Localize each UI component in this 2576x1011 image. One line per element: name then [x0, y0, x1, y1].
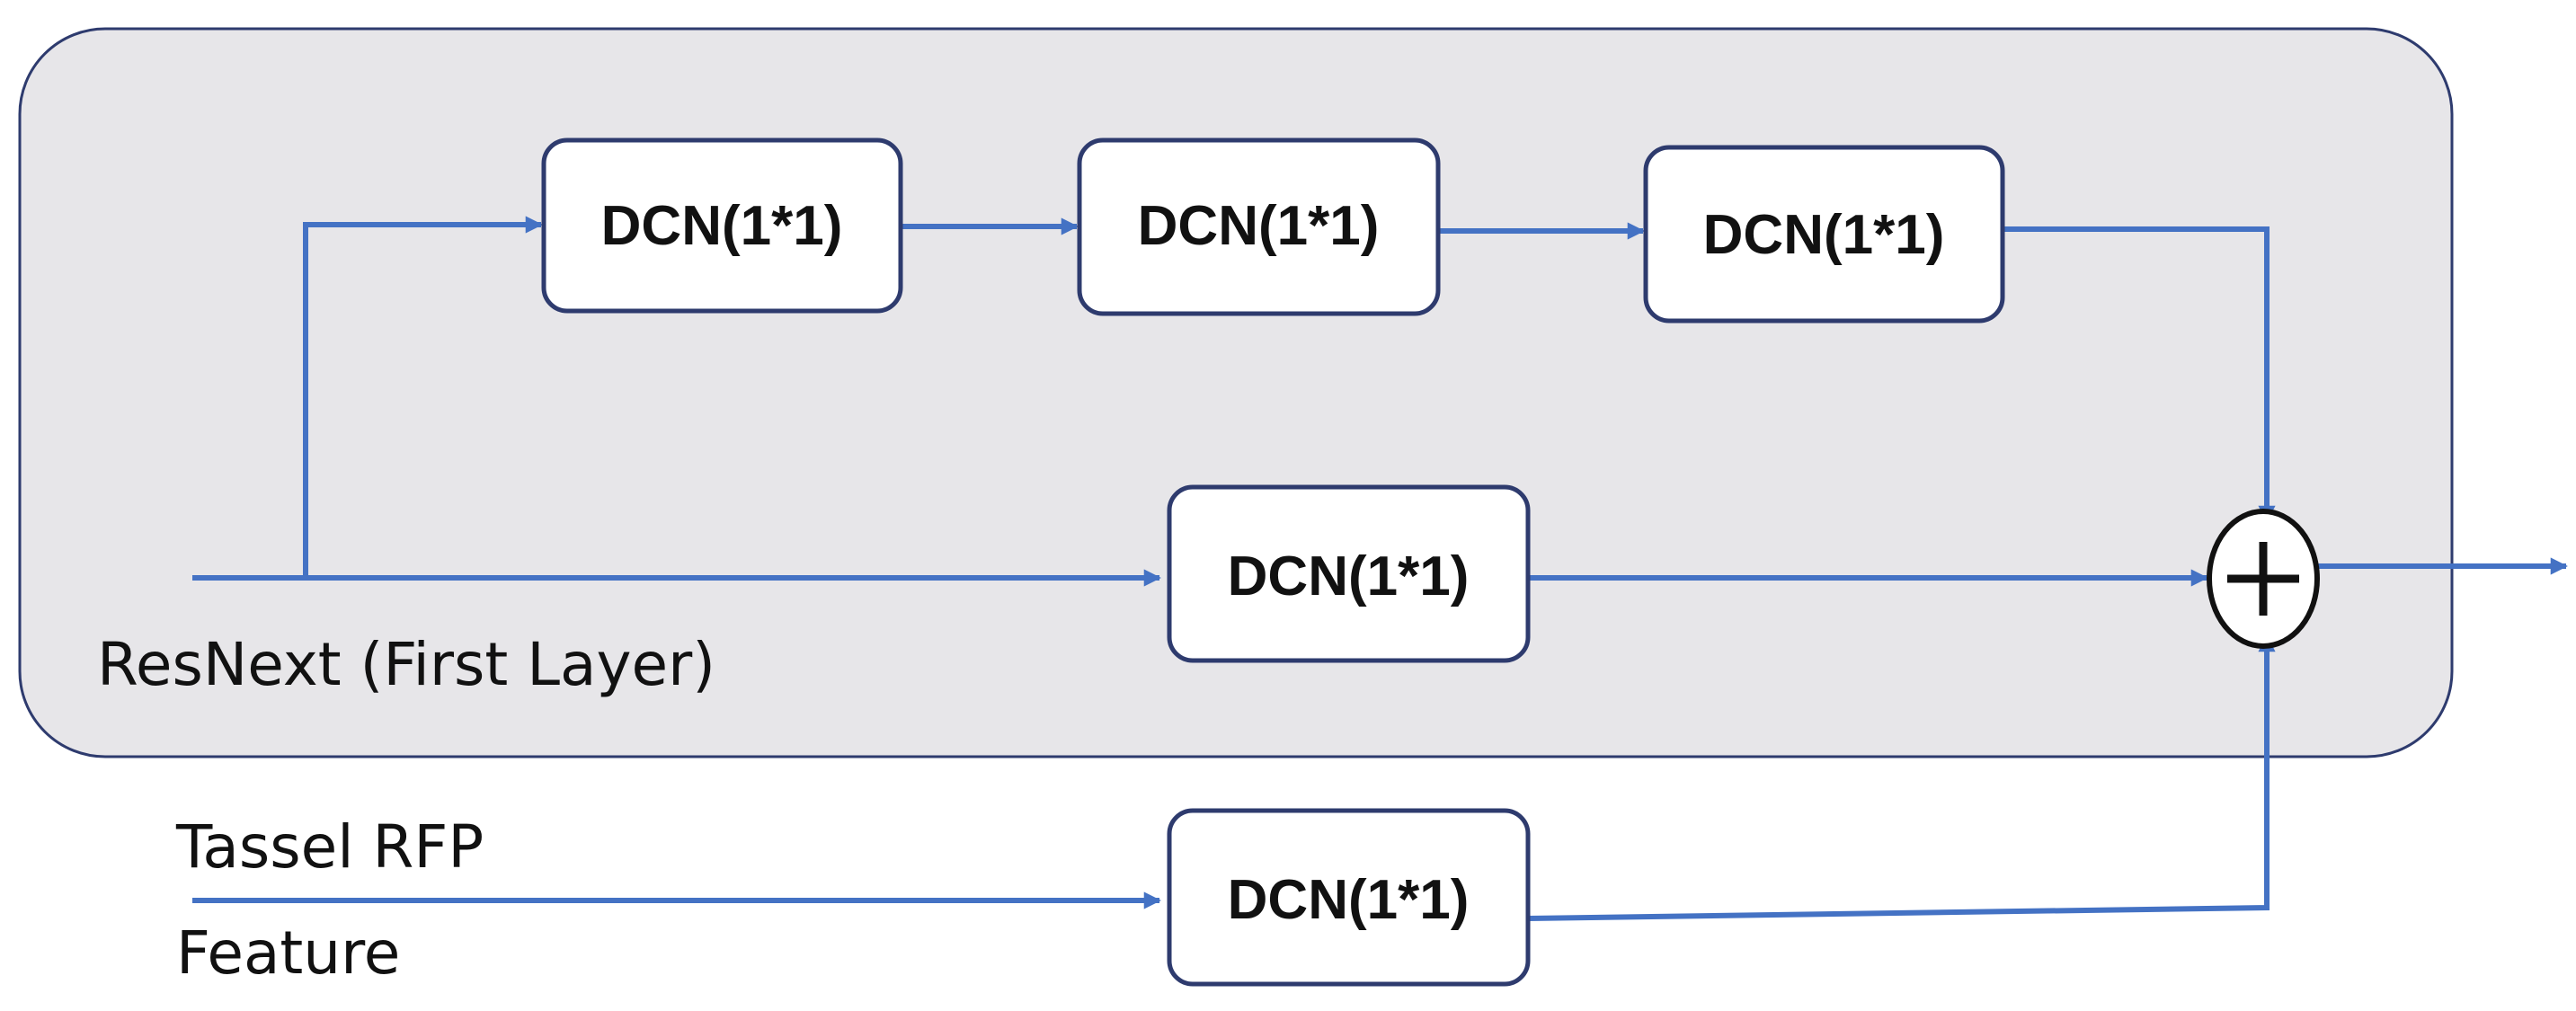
connections — [192, 216, 2568, 921]
arrow-top-block-3-to-sum — [2003, 226, 2276, 523]
block-middle: DCN(1*1) — [1167, 484, 1531, 663]
block-top-2: DCN(1*1) — [1077, 137, 1441, 316]
sum-node — [2207, 509, 2320, 649]
lower-input-label-line-2: Feature — [176, 918, 400, 988]
group-label: ResNext (First Layer) — [97, 630, 715, 699]
block-top-3-label: DCN(1*1) — [1703, 204, 1945, 266]
block-middle-label: DCN(1*1) — [1228, 545, 1470, 607]
arrow-bottom-block-to-sum — [1527, 634, 2276, 921]
block-bottom-label: DCN(1*1) — [1228, 869, 1470, 931]
block-top-2-label: DCN(1*1) — [1138, 195, 1380, 257]
lower-input-label-line-1: Tassel RFP — [175, 812, 484, 882]
block-top-3: DCN(1*1) — [1643, 145, 2005, 324]
arrow-branch-to-top-block-1 — [303, 216, 543, 578]
block-top-1: DCN(1*1) — [541, 137, 903, 314]
block-bottom: DCN(1*1) — [1167, 808, 1531, 987]
block-top-1-label: DCN(1*1) — [601, 195, 843, 257]
